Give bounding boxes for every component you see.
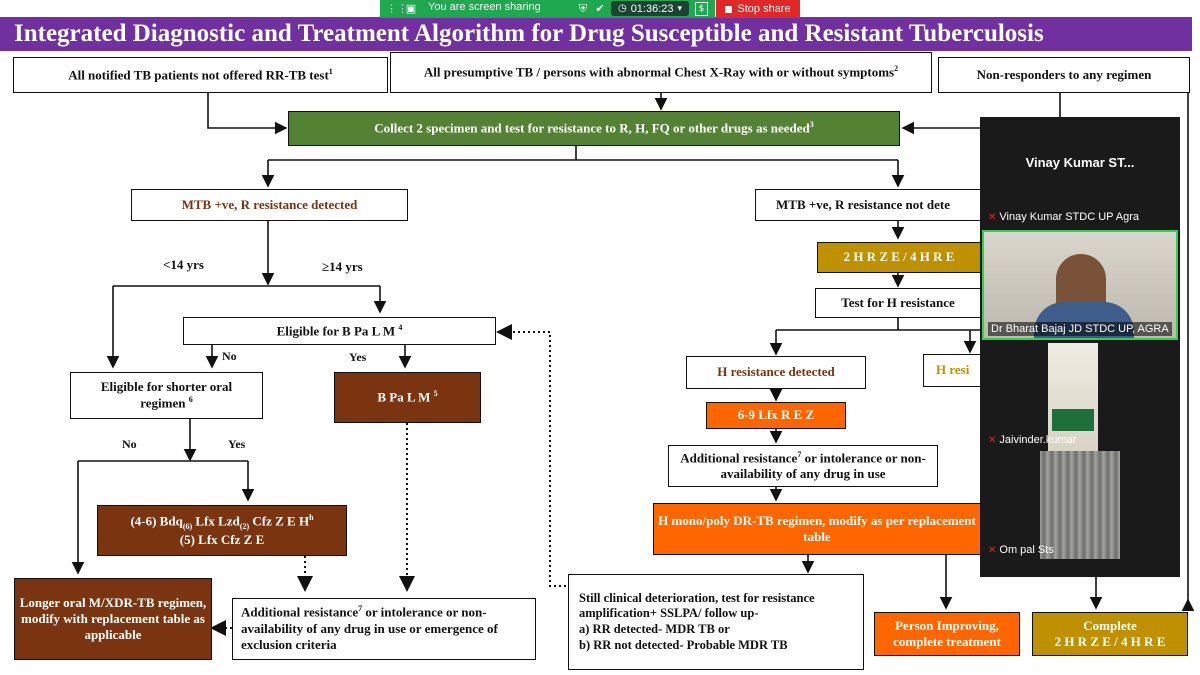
label-yes-shorter: Yes: [228, 437, 246, 451]
stop-square-icon: [725, 5, 733, 13]
box-notified-tb-patients: All notified TB patients not offered RR-…: [13, 57, 388, 93]
active-speaker-name: Vinay Kumar ST...: [1025, 155, 1135, 170]
sharing-status-text: You are screen sharing: [428, 1, 541, 13]
box-eligible-shorter-oral: Eligible for shorter oral regimen 6: [70, 372, 263, 419]
video-feed-roof: [1040, 451, 1120, 559]
screen-share-bar: ⋮⋮ ▣ You are screen sharing ⛨ ✔ ◷ 01:36:…: [380, 0, 800, 18]
box-still-clinical-deterioration: Still clinical deterioration, test for r…: [568, 574, 864, 670]
box-lfx-rez: 6-9 Lfx R E Z: [706, 402, 846, 429]
check-shield-icon[interactable]: ✔: [595, 2, 605, 15]
shield-icon[interactable]: ⛨: [578, 2, 588, 15]
mic-muted-icon: ✕: [988, 435, 997, 446]
chevron-down-icon: ▾: [677, 3, 683, 13]
video-tile-bharat[interactable]: Dr Bharat Bajaj JD STDC UP, AGRA: [982, 230, 1178, 340]
video-tile-vinay[interactable]: ✕Vinay Kumar STDC UP Agra: [988, 211, 1139, 223]
box-bpalm-regimen: B Pa L M 5: [334, 372, 481, 423]
zoom-participant-panel: Vinay Kumar ST... ✕Vinay Kumar STDC UP A…: [980, 117, 1180, 577]
box-h-mono-poly-regimen: H mono/poly DR-TB regimen, modify as per…: [653, 503, 980, 555]
stop-share-button[interactable]: Stop share: [716, 0, 800, 18]
meeting-timer[interactable]: ◷ 01:36:23 ▾: [611, 1, 689, 16]
label-yes-bpalm: Yes: [349, 350, 367, 364]
video-feed-object: [1052, 409, 1094, 431]
dollar-icon[interactable]: $: [695, 2, 708, 16]
box-eligible-bpalm: Eligible for B Pa L M 4: [183, 317, 496, 345]
label-no-bpalm: No: [222, 349, 237, 363]
box-h-resistance-not-detected: H resi: [923, 354, 980, 387]
mic-muted-icon: ✕: [988, 545, 997, 556]
video-tile-ompal[interactable]: [1040, 451, 1120, 559]
page-title: Integrated Diagnostic and Treatment Algo…: [0, 17, 1192, 51]
box-person-improving: Person Improving, complete treatment: [874, 612, 1020, 656]
box-shorter-regimen: (4-6) Bdq(6) Lfx Lzd(2) Cfz Z E Hh (5) L…: [97, 505, 347, 556]
mic-muted-icon: ✕: [988, 212, 997, 223]
box-longer-oral-regimen: Longer oral M/XDR-TB regimen, modify wit…: [14, 578, 212, 660]
box-additional-resistance-right: Additional resistance7 or intolerance or…: [668, 445, 938, 487]
label-no-shorter: No: [122, 437, 137, 451]
drag-handle-icon[interactable]: ⋮⋮: [386, 2, 408, 15]
box-collect-specimen: Collect 2 specimen and test for resistan…: [288, 111, 900, 146]
box-presumptive-tb: All presumptive TB / persons with abnorm…: [390, 52, 932, 93]
label-age-14-plus: ≥14 yrs: [322, 259, 363, 274]
label-age-under-14: <14 yrs: [163, 257, 204, 272]
box-test-h-resistance: Test for H resistance: [815, 288, 980, 318]
box-r-resistance-detected: MTB +ve, R resistance detected: [131, 189, 408, 221]
box-additional-resistance-left: Additional resistance7 or intolerance or…: [232, 598, 536, 660]
clock-icon: ◷: [617, 3, 627, 14]
box-r-resistance-not-detected: MTB +ve, R resistance not dete: [755, 189, 980, 221]
video-tile-jaivinder[interactable]: [1048, 343, 1098, 451]
box-h-resistance-detected: H resistance detected: [686, 356, 866, 389]
video-feed-wall: [1048, 343, 1098, 451]
box-hrze-regimen: 2 H R Z E / 4 H R E: [817, 242, 980, 273]
share-monitor-icon: ▣: [405, 2, 417, 15]
box-complete-hrze: Complete 2 H R Z E / 4 H R E: [1032, 612, 1188, 656]
box-non-responders: Non-responders to any regimen: [938, 57, 1190, 93]
